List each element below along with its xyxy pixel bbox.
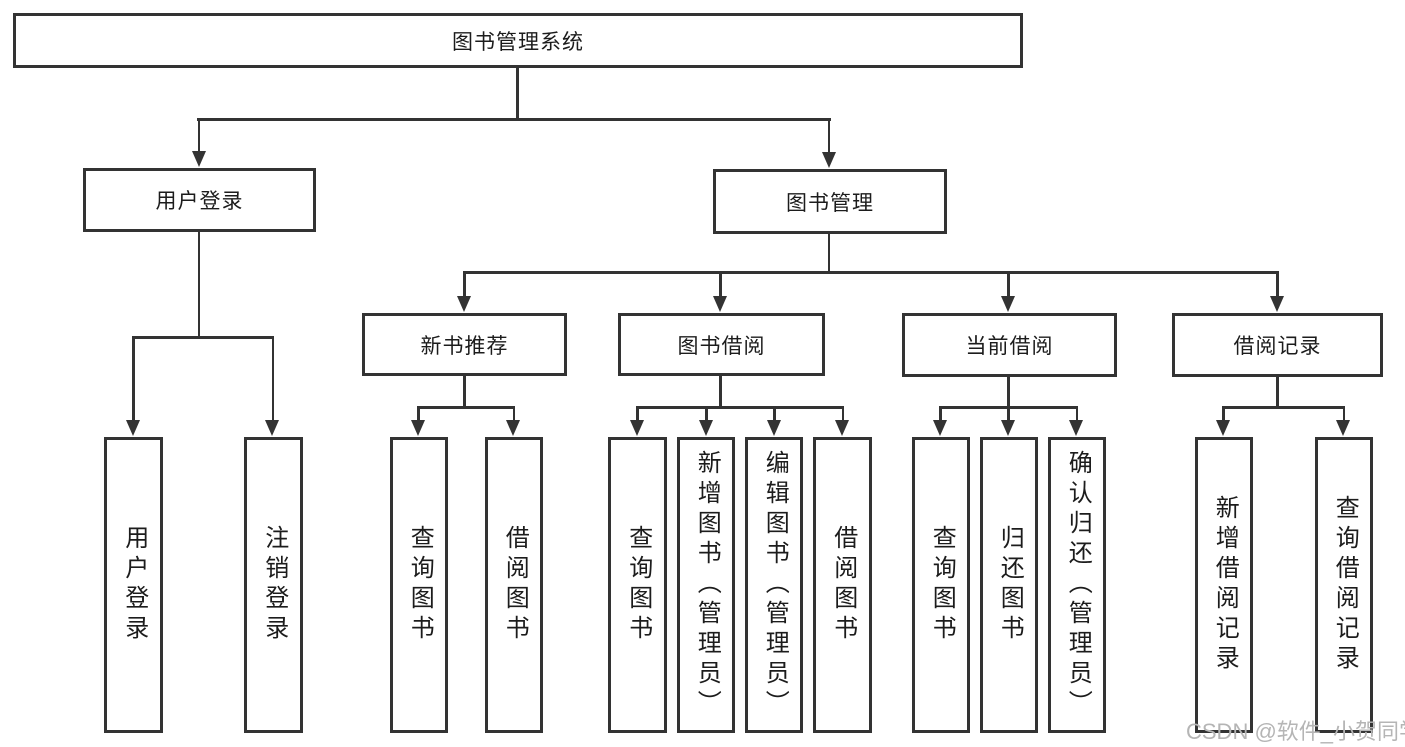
connector-stem-return-book — [1007, 406, 1010, 424]
connector-stem-query-book-3 — [939, 406, 942, 424]
leaf-borrow-books-2: 借阅图书 — [813, 437, 872, 733]
leaf-borrow-books-2-label: 借阅图书 — [829, 525, 857, 645]
node-book-borrow: 图书借阅 — [618, 313, 825, 376]
arrow-new-book-rec — [457, 296, 471, 312]
leaf-query-books-3-label: 查询图书 — [928, 525, 956, 645]
arrow-user-login — [192, 151, 206, 167]
connector-stem-query-book-1 — [417, 406, 420, 424]
arrow-leaf-user-login — [126, 420, 140, 436]
leaf-query-borrow-record: 查询借阅记录 — [1315, 437, 1373, 733]
leaf-user-login: 用户登录 — [104, 437, 163, 733]
node-borrow-records: 借阅记录 — [1172, 313, 1383, 377]
leaf-query-books-1: 查询图书 — [390, 437, 448, 733]
connector-user-login-stem — [197, 232, 201, 338]
arrow-return-book — [1001, 420, 1015, 436]
node-new-book-rec-label: 新书推荐 — [420, 334, 509, 358]
connector-stem-add-record — [1222, 406, 1225, 424]
node-borrow-records-label: 借阅记录 — [1233, 335, 1322, 358]
arrow-query-book-2 — [630, 420, 644, 436]
node-book-mgmt: 图书管理 — [713, 169, 947, 234]
arrow-query-book-3 — [933, 420, 947, 436]
leaf-return-book: 归还图书 — [980, 437, 1038, 733]
arrow-confirm-return — [1069, 420, 1083, 436]
connector-stem-borrow-book-1 — [512, 406, 515, 424]
node-book-mgmt-label: 图书管理 — [786, 191, 874, 215]
connector-stem-book-mgmt — [827, 118, 831, 156]
leaf-edit-book-admin: 编辑图书（管理员） — [745, 437, 803, 733]
leaf-return-book-label: 归还图书 — [996, 525, 1024, 645]
arrow-book-borrow — [713, 296, 727, 312]
arrow-current-borrow — [1001, 296, 1015, 312]
leaf-query-books-1-label: 查询图书 — [406, 525, 434, 645]
arrow-query-record — [1336, 420, 1350, 436]
connector-stem-edit-book — [773, 406, 776, 424]
connector-stem-leaf-logout — [271, 336, 274, 424]
leaf-user-login-label: 用户登录 — [120, 525, 148, 645]
connector-new-book-rec-stem — [463, 376, 466, 408]
arrow-borrow-book-2 — [835, 420, 849, 436]
connector-book-borrow-stem — [719, 376, 722, 408]
leaf-edit-book-admin-label: 编辑图书（管理员） — [761, 450, 789, 720]
arrow-query-book-1 — [411, 420, 425, 436]
node-current-borrow-label: 当前借阅 — [965, 335, 1054, 358]
connector-stem-query-record — [1342, 406, 1345, 424]
leaf-borrow-books-1: 借阅图书 — [485, 437, 543, 733]
connector-user-login-horizontal — [132, 336, 274, 339]
node-root-label: 图书管理系统 — [452, 30, 584, 54]
connector-level3-horizontal — [463, 271, 1279, 274]
node-new-book-rec: 新书推荐 — [362, 313, 567, 376]
connector-stem-user-login — [197, 118, 201, 156]
leaf-borrow-books-1-label: 借阅图书 — [501, 525, 529, 645]
connector-borrow-records-horizontal — [1222, 406, 1345, 409]
node-root: 图书管理系统 — [13, 13, 1023, 68]
leaf-add-book-admin-label: 新增图书（管理员） — [693, 450, 721, 720]
connector-stem-add-book — [705, 406, 708, 424]
connector-stem-query-book-2 — [636, 406, 639, 424]
arrow-borrow-book-1 — [506, 420, 520, 436]
leaf-add-book-admin: 新增图书（管理员） — [677, 437, 735, 733]
watermark: CSDN @软件_小贺同学 — [1186, 719, 1405, 744]
connector-stem-book-borrow — [719, 271, 722, 300]
connector-stem-borrow-records — [1276, 271, 1279, 300]
leaf-confirm-return-admin-label: 确认归还（管理员） — [1064, 450, 1092, 720]
node-user-login-label: 用户登录 — [155, 190, 244, 213]
connector-stem-new-book-rec — [463, 271, 466, 300]
leaf-query-books-2: 查询图书 — [608, 437, 667, 733]
connector-root-stem — [516, 68, 519, 120]
leaf-confirm-return-admin: 确认归还（管理员） — [1048, 437, 1106, 733]
arrow-add-record — [1216, 420, 1230, 436]
leaf-add-borrow-record: 新增借阅记录 — [1195, 437, 1253, 733]
node-book-borrow-label: 图书借阅 — [677, 334, 766, 358]
leaf-logout: 注销登录 — [244, 437, 303, 733]
arrow-edit-book — [767, 420, 781, 436]
leaf-query-borrow-record-label: 查询借阅记录 — [1331, 495, 1359, 675]
leaf-logout-label: 注销登录 — [260, 525, 288, 645]
connector-new-book-rec-horizontal — [417, 406, 515, 409]
connector-stem-borrow-book-2 — [841, 406, 844, 424]
connector-current-borrow-stem — [1007, 376, 1010, 408]
arrow-leaf-logout — [265, 420, 279, 436]
connector-level2-horizontal — [197, 118, 831, 121]
connector-stem-confirm-return — [1075, 406, 1078, 424]
connector-stem-leaf-user-login — [132, 336, 135, 424]
connector-book-borrow-horizontal — [636, 406, 844, 409]
node-current-borrow: 当前借阅 — [902, 313, 1117, 377]
leaf-query-books-2-label: 查询图书 — [624, 525, 652, 645]
connector-stem-current-borrow — [1007, 271, 1010, 300]
leaf-query-books-3: 查询图书 — [912, 437, 970, 733]
connector-book-mgmt-stem — [827, 234, 831, 273]
arrow-book-mgmt — [822, 152, 836, 168]
node-user-login: 用户登录 — [83, 168, 316, 232]
connector-borrow-records-stem — [1276, 377, 1279, 408]
leaf-add-borrow-record-label: 新增借阅记录 — [1211, 495, 1239, 675]
arrow-add-book — [699, 420, 713, 436]
arrow-borrow-records — [1270, 296, 1284, 312]
